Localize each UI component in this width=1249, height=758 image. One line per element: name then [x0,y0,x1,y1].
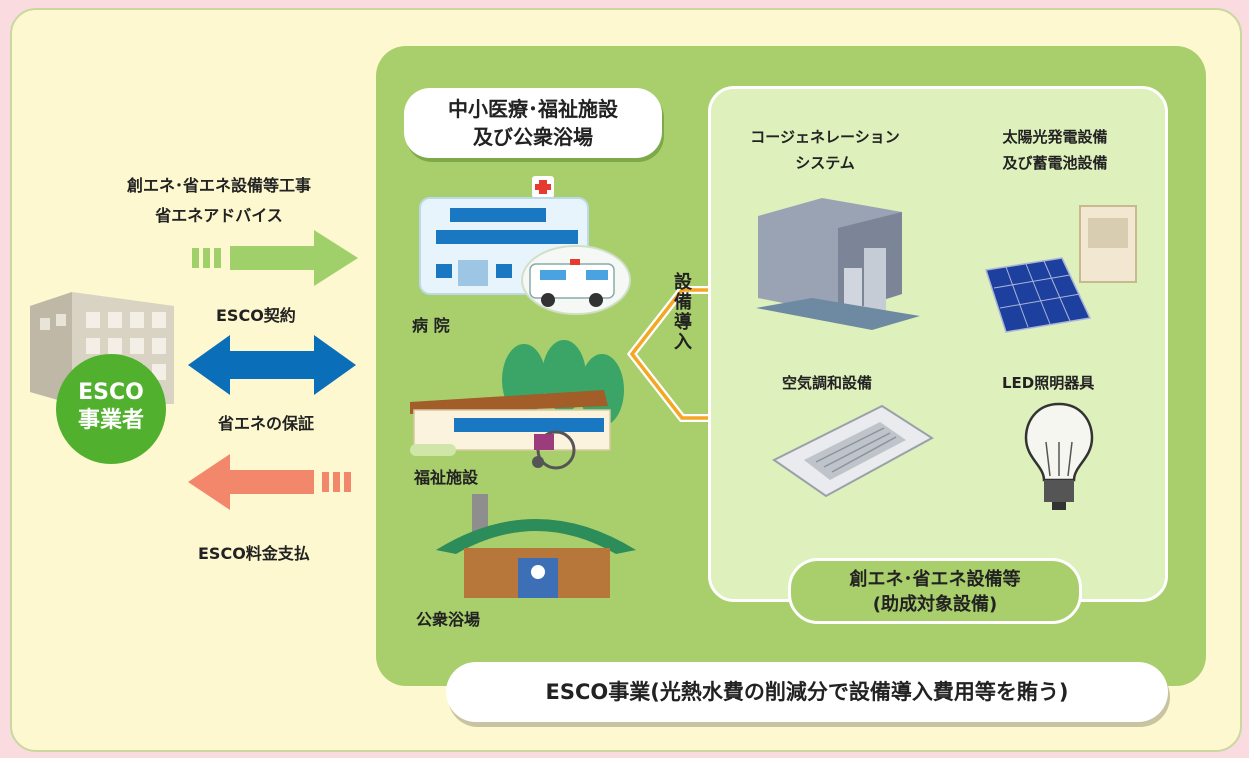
cogeneration-label-line1: コージェネレーション [750,128,900,146]
equipment-caption: 創エネ･省エネ設備等 (助成対象設備) [788,558,1082,624]
led-bulb-tip [1052,502,1066,510]
welfare-walkway [410,444,456,456]
office-window [56,314,66,326]
cogeneration-tank [864,248,886,318]
hospital-window-row [450,208,546,222]
solar-label: 太陽光発電設備 及び蓄電池設備 [970,126,1140,173]
install-arrow [626,286,736,422]
ambulance-body [529,263,615,299]
bathhouse-sign-icon [531,565,545,579]
cogeneration-label: コージェネレーション システム [730,126,920,173]
facility-title: 中小医療･福祉施設 及び公衆浴場 [404,88,662,158]
led-bulb-base [1044,480,1074,502]
work-arrow-dash [203,248,210,268]
esco-operator-line2: 事業者 [77,408,144,433]
work-label-line2: 省エネアドバイス [155,206,283,225]
welfare-label: 福祉施設 [414,468,479,487]
ambulance-light [570,259,580,265]
contract-arrow-shape [188,335,356,395]
ambulance-wheel [589,293,603,307]
work-arrow-shape [230,230,358,286]
payment-arrow-shape [188,454,314,510]
contract-label: ESCO契約 [216,306,296,325]
led-bulb-filament [1045,441,1073,477]
esco-business-banner: ESCO事業(光熱水費の削減分で設備導入費用等を賄う) [446,662,1168,722]
hospital-door [458,260,488,286]
contract-arrow [188,335,356,395]
hospital-window-row [436,230,578,244]
payment-arrow-dash [344,472,351,492]
work-arrow-dash [214,248,221,268]
payment-arrow-dash [333,472,340,492]
facility-title-line1: 中小医療･福祉施設 [448,97,618,121]
tree [580,354,624,426]
cogeneration-tank [844,268,862,316]
equipment-panel [708,86,1168,602]
led-bulb-icon [1024,402,1094,510]
led-label: LED照明器具 [1002,374,1095,392]
hospital-label: 病 院 [412,316,450,335]
work-arrow-dash [192,248,199,268]
equipment-caption-line1: 創エネ･省エネ設備等 [849,569,1021,590]
hospital-icon [419,176,631,315]
solar-panel-grid [993,260,1081,328]
bathhouse-icon [436,494,636,598]
ambulance-window [586,270,608,280]
office-window [40,318,50,330]
work-arrow [192,230,358,286]
payment-arrow-dash [322,472,329,492]
hospital-window [496,264,512,278]
aircon-label: 空気調和設備 [782,374,873,392]
office-window [152,338,166,354]
office-window [130,338,144,354]
payment-label: ESCO料金支払 [198,544,310,563]
welfare-facility-icon [410,340,624,470]
welfare-window-row [454,418,604,432]
office-window [86,338,100,354]
solar-label-line1: 太陽光発電設備 [1002,128,1108,146]
cogeneration-label-line2: システム [795,154,855,172]
welfare-roof [410,390,608,414]
esco-operator-badge: ESCO 事業者 [56,354,166,464]
ambulance-window [540,270,566,280]
aircon-vents [815,427,897,473]
ambulance-wheel [541,293,555,307]
install-arrow-line [629,288,736,420]
cogeneration-base [756,298,920,330]
office-window [108,338,122,354]
install-label: 設備導入 [671,272,692,352]
guarantee-label: 省エネの保証 [218,414,315,433]
equipment-caption-line2: (助成対象設備) [872,594,998,615]
solar-panel-icon [985,205,1137,333]
aircon-icon [772,404,934,498]
bathhouse-label: 公衆浴場 [416,610,481,629]
office-window [152,312,166,328]
hospital-window [436,264,452,278]
esco-operator-line1: ESCO [78,380,144,405]
bathhouse-chimney [472,494,488,538]
work-label: 創エネ･省エネ設備等工事 省エネアドバイス [84,172,354,226]
wheelchair-seat [534,434,554,450]
solar-label-line2: 及び蓄電池設備 [1002,154,1108,172]
office-window [108,312,122,328]
facility-title-line2: 及び公衆浴場 [473,125,593,149]
battery-panel [1088,218,1128,248]
wheelchair-small-wheel [532,456,544,468]
hospital-cross [535,180,551,194]
payment-arrow [188,454,351,510]
work-label-line1: 創エネ･省エネ設備等工事 [126,176,311,195]
office-window [130,312,144,328]
office-window [86,312,100,328]
bathhouse-roof [436,519,636,554]
cogeneration-icon [756,198,920,330]
